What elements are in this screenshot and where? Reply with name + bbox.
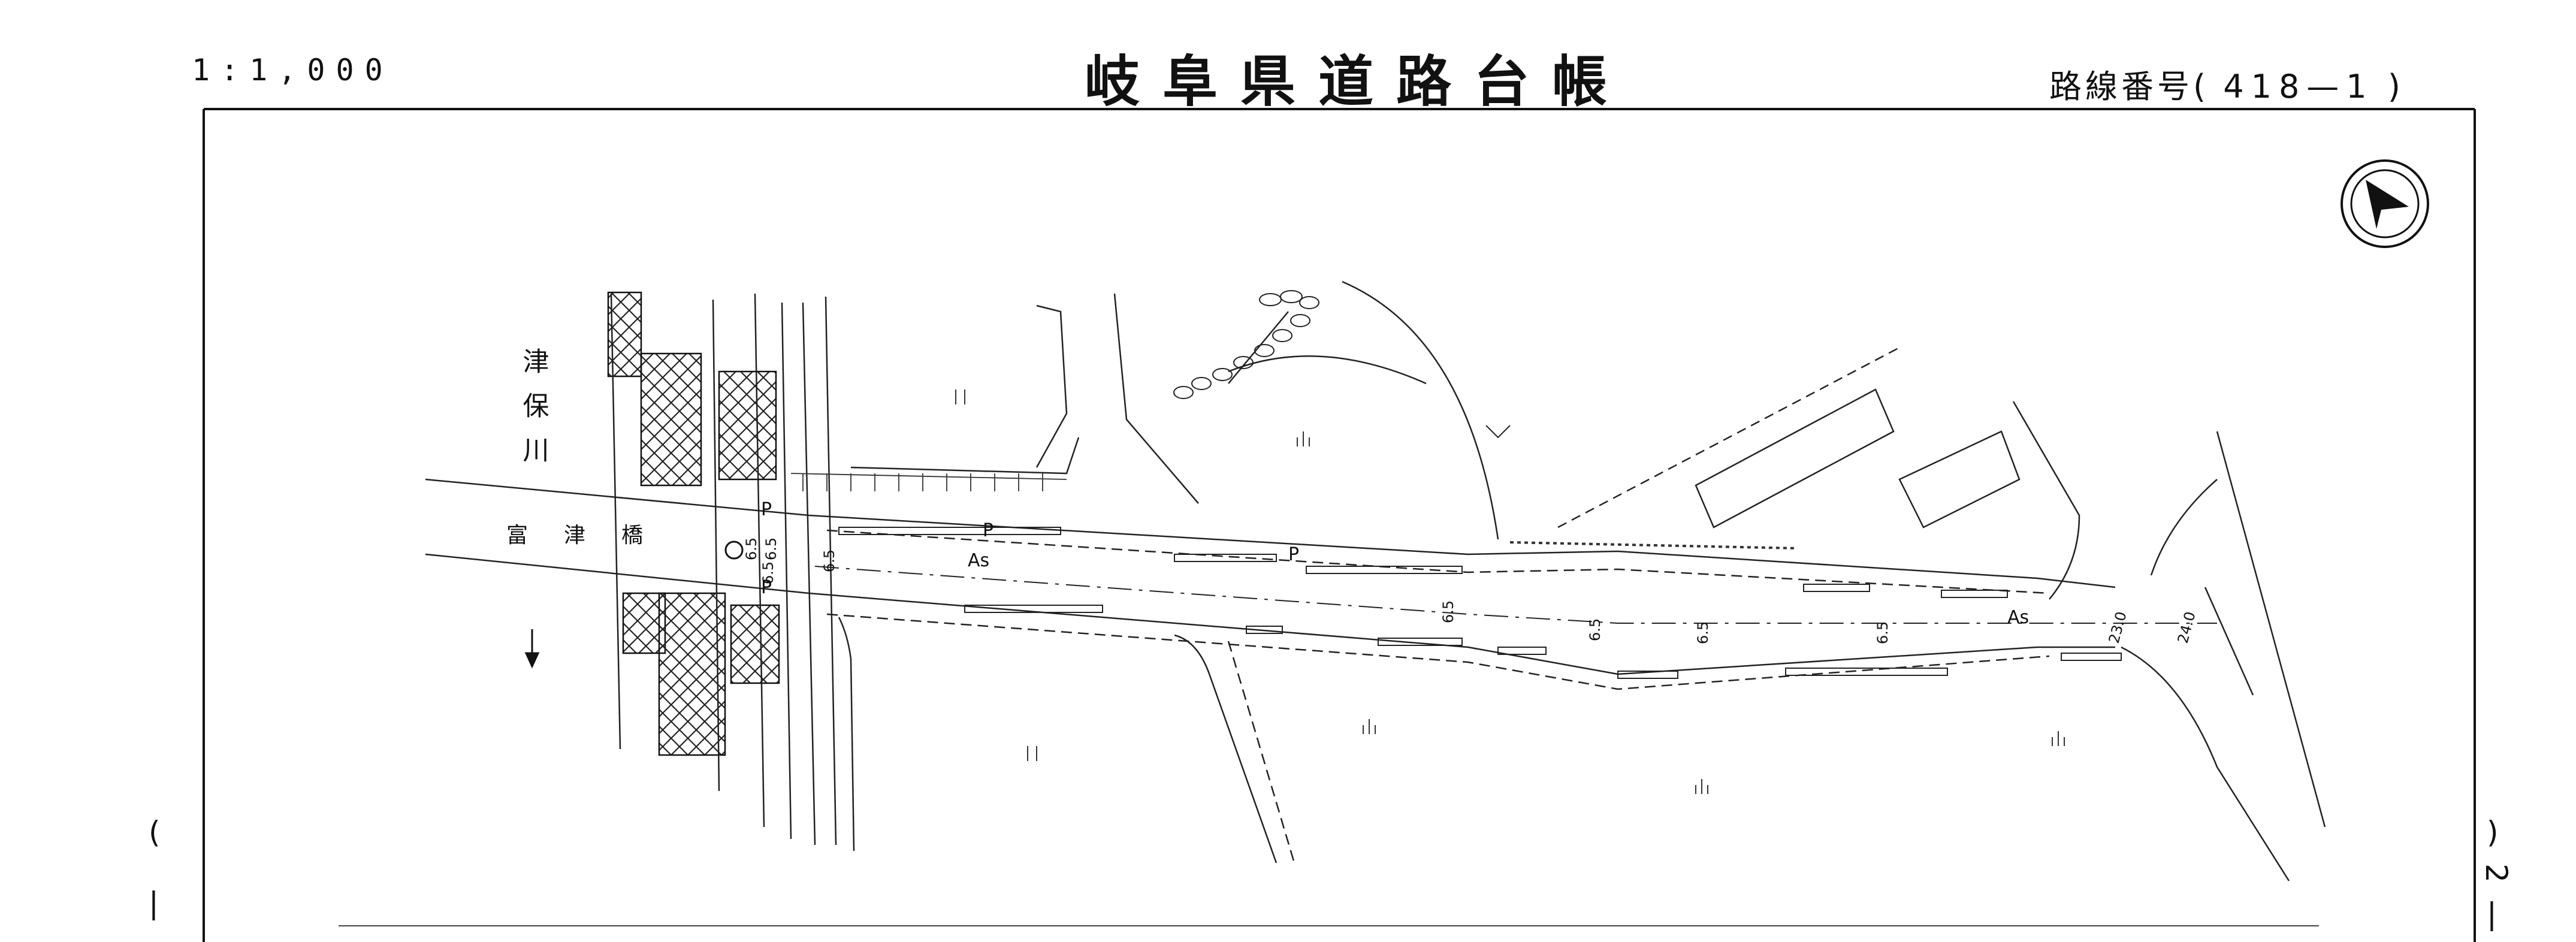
route-number-label: 路線番号( 418—1 ) <box>2049 68 2404 105</box>
width-label-6: 6.5 <box>1695 621 1711 644</box>
width-label-8: 6.5 <box>760 561 777 584</box>
route-number: 418—1 <box>2223 68 2374 105</box>
flow-arrow-icon <box>524 629 540 669</box>
side-roads <box>838 401 2326 881</box>
width-label-5: 6.5 <box>1587 618 1603 641</box>
hatched-buildings <box>607 291 780 756</box>
chainage-label-2: 24.0 <box>2175 610 2199 645</box>
width-label-1: 6.5 <box>743 538 760 560</box>
survey-point-marker <box>724 541 744 560</box>
parking-label-3: P <box>983 520 993 541</box>
bridge-name-label: 富津橋 <box>506 523 679 548</box>
stone-wall <box>1173 290 1319 399</box>
buildings-north <box>850 280 2021 540</box>
width-label-7: 6.5 <box>1874 621 1891 644</box>
route-label: 路線番号 <box>2049 68 2193 105</box>
land-use-symbols <box>955 390 2065 794</box>
main-road <box>425 478 2217 690</box>
embankment-ticks <box>790 473 1798 550</box>
scale-label: 1:1,000 <box>192 53 394 87</box>
surface-label-2: As <box>2007 607 2029 628</box>
parking-label-1: P <box>761 499 772 520</box>
left-mark-bar: | <box>149 886 159 920</box>
chainage-label-1: 23.0 <box>2106 610 2130 645</box>
width-label-3: 6.5 <box>821 550 838 572</box>
right-mark-number: 2 <box>2478 864 2514 883</box>
map-frame <box>203 108 2476 942</box>
north-arrow-icon <box>2341 159 2429 248</box>
river-name-label: 津保川 <box>518 348 549 481</box>
parking-label-4: P <box>1288 544 1299 565</box>
parking-label-2: P <box>761 577 772 598</box>
page-title: 岐阜県道路台帳 <box>1085 49 1630 114</box>
right-margin-marks: ) 2 | <box>2479 815 2514 931</box>
sidewalk-strips <box>838 527 2122 679</box>
right-mark-paren: ) <box>2487 815 2499 850</box>
river-banks <box>610 293 837 846</box>
left-mark-paren: ( <box>149 815 161 850</box>
width-label-4: 6.5 <box>1440 600 1457 623</box>
left-margin-marks: ( | <box>149 815 161 920</box>
right-mark-bar: | <box>2487 896 2497 931</box>
surface-label-1: As <box>968 550 989 571</box>
width-label-2: 6.5 <box>763 538 780 560</box>
